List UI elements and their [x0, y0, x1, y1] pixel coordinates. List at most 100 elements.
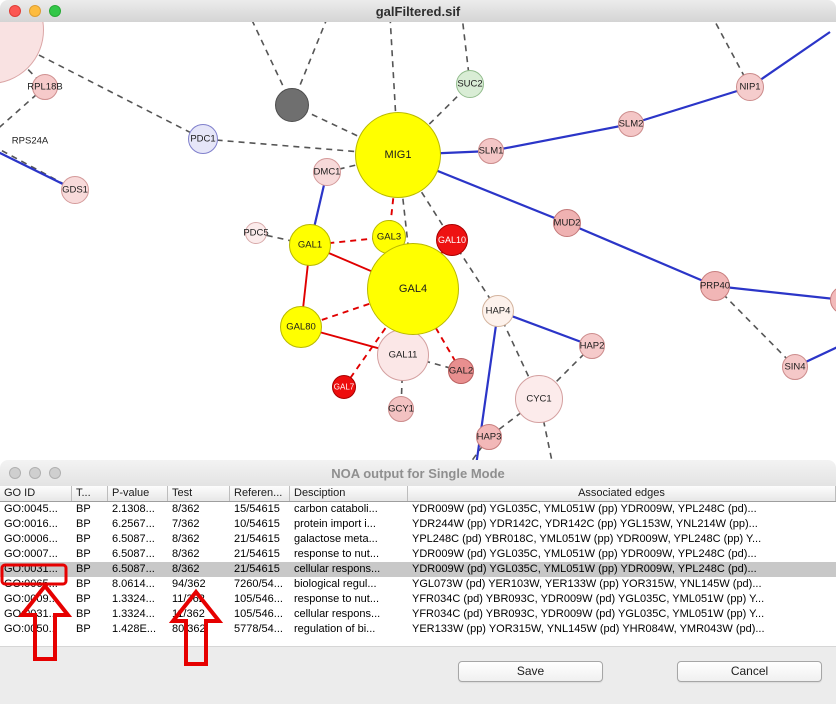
- table-cell: 80/362: [168, 622, 230, 637]
- graph-node-rpl18b[interactable]: RPL18B: [32, 74, 58, 100]
- graph-node-label: HAP3: [477, 432, 502, 443]
- graph-node-label: SIN4: [784, 362, 805, 373]
- close-button[interactable]: [9, 467, 21, 479]
- table-cell: GO:0009...: [0, 592, 72, 607]
- graph-node-label: NIP1: [739, 82, 760, 93]
- table-cell: GO:0016...: [0, 517, 72, 532]
- table-row[interactable]: GO:0031...BP1.3324...11/362105/546...cel…: [0, 607, 836, 622]
- graph-node-gds1[interactable]: GDS1: [61, 176, 89, 204]
- table-row[interactable]: GO:0007...BP6.5087...8/36221/54615respon…: [0, 547, 836, 562]
- table-cell: 21/54615: [230, 547, 290, 562]
- table-cell: BP: [72, 592, 108, 607]
- graph-node-graynode[interactable]: [275, 88, 309, 122]
- noa-window-titlebar[interactable]: NOA output for Single Mode: [0, 460, 836, 487]
- table-cell: 5778/54...: [230, 622, 290, 637]
- graph-node-label: GAL11: [389, 350, 418, 361]
- graph-node-corner[interactable]: [0, 22, 44, 84]
- graph-node-mud2[interactable]: MUD2: [553, 209, 581, 237]
- graph-node-label: PDC5: [243, 228, 268, 239]
- table-cell: 11/362: [168, 607, 230, 622]
- graph-node-gal11[interactable]: GAL11: [377, 329, 429, 381]
- column-header-p-value[interactable]: P-value: [108, 486, 168, 501]
- table-cell: BP: [72, 517, 108, 532]
- close-button[interactable]: [9, 5, 21, 17]
- table-cell: response to nut...: [290, 592, 408, 607]
- save-button[interactable]: Save: [458, 661, 603, 682]
- graph-node-dmc1[interactable]: DMC1: [313, 158, 341, 186]
- table-row[interactable]: GO:0050...BP1.428E...80/3625778/54...reg…: [0, 622, 836, 637]
- graph-node-nip1[interactable]: NIP1: [736, 73, 764, 101]
- column-header-test[interactable]: Test: [168, 486, 230, 501]
- table-cell: YDR244W (pp) YDR142C, YDR142C (pp) YGL15…: [408, 517, 836, 532]
- column-header-type[interactable]: T...: [72, 486, 108, 501]
- column-header-reference[interactable]: Referen...: [230, 486, 290, 501]
- graph-node-label: CYC1: [526, 394, 551, 405]
- graph-node-msn[interactable]: [830, 286, 836, 314]
- table-cell: 8.0614...: [108, 577, 168, 592]
- graph-node-slm1[interactable]: SLM1: [478, 138, 504, 164]
- graph-node-gal2[interactable]: GAL2: [448, 358, 474, 384]
- column-header-associated-edges[interactable]: Associated edges: [408, 486, 836, 501]
- graph-node-gal7[interactable]: GAL7: [332, 375, 356, 399]
- graph-window-titlebar[interactable]: galFiltered.sif: [0, 0, 836, 23]
- table-cell: YDR009W (pd) YGL035C, YML051W (pp) YDR00…: [408, 562, 836, 577]
- graph-node-hap3[interactable]: HAP3: [476, 424, 502, 450]
- graph-node-pdc1[interactable]: PDC1: [188, 124, 218, 154]
- table-cell: GO:0031...: [0, 562, 72, 577]
- table-row[interactable]: GO:0006...BP6.5087...8/36221/54615galact…: [0, 532, 836, 547]
- graph-node-label: SLM2: [619, 119, 644, 130]
- graph-node-suc2[interactable]: SUC2: [456, 70, 484, 98]
- graph-node-label: GAL2: [449, 366, 473, 377]
- table-cell: biological regul...: [290, 577, 408, 592]
- graph-node-gal4[interactable]: GAL4: [367, 243, 459, 335]
- cancel-button[interactable]: Cancel: [677, 661, 822, 682]
- table-cell: cellular respons...: [290, 607, 408, 622]
- table-cell: YGL073W (pd) YER103W, YER133W (pp) YOR31…: [408, 577, 836, 592]
- table-cell: YDR009W (pd) YGL035C, YML051W (pp) YDR00…: [408, 547, 836, 562]
- table-cell: YPL248C (pd) YBR018C, YML051W (pp) YDR00…: [408, 532, 836, 547]
- table-cell: BP: [72, 607, 108, 622]
- graph-node-hap2[interactable]: HAP2: [579, 333, 605, 359]
- graph-node-label: SLM1: [479, 146, 504, 157]
- graph-node-label: PDC1: [190, 134, 215, 145]
- graph-node-gal1[interactable]: GAL1: [289, 224, 331, 266]
- graph-node-label: GAL80: [286, 322, 316, 333]
- table-cell: 2.1308...: [108, 502, 168, 517]
- graph-node-gal10[interactable]: GAL10: [436, 224, 468, 256]
- table-row[interactable]: GO:0009...BP1.3324...11/362105/546...res…: [0, 592, 836, 607]
- table-cell: 15/54615: [230, 502, 290, 517]
- column-header-go-id[interactable]: GO ID: [0, 486, 72, 501]
- graph-node-slm2[interactable]: SLM2: [618, 111, 644, 137]
- minimize-button[interactable]: [29, 467, 41, 479]
- graph-node-label: RPS24A: [12, 136, 48, 147]
- minimize-button[interactable]: [29, 5, 41, 17]
- table-row-selected[interactable]: GO:0031...BP6.5087...8/36221/54615cellul…: [0, 562, 836, 577]
- graph-node-prp40[interactable]: PRP40: [700, 271, 730, 301]
- network-canvas[interactable]: RPS24A RPL18B GDS1 PDC1DMC1 SUC2SLM1 SLM2 NIP1…: [0, 22, 836, 460]
- graph-node-gal80[interactable]: GAL80: [280, 306, 322, 348]
- column-header-description[interactable]: Desciption: [290, 486, 408, 501]
- graph-node-label: GCY1: [388, 404, 414, 415]
- table-cell: 21/54615: [230, 562, 290, 577]
- zoom-button[interactable]: [49, 467, 61, 479]
- graph-node-gcy1[interactable]: GCY1: [388, 396, 414, 422]
- table-header-row: GO ID T... P-value Test Referen... Desci…: [0, 486, 836, 502]
- table-cell: GO:0007...: [0, 547, 72, 562]
- graph-node-label: GAL7: [334, 383, 354, 392]
- table-cell: GO:0045...: [0, 502, 72, 517]
- zoom-button[interactable]: [49, 5, 61, 17]
- table-row[interactable]: GO:0065...BP8.0614...94/3627260/54...bio…: [0, 577, 836, 592]
- table-cell: 1.428E...: [108, 622, 168, 637]
- graph-node-label: PRP40: [700, 281, 730, 292]
- table-row[interactable]: GO:0045...BP2.1308...8/36215/54615carbon…: [0, 502, 836, 517]
- graph-node-cyc1[interactable]: CYC1: [515, 375, 563, 423]
- table-cell: 7260/54...: [230, 577, 290, 592]
- graph-node-label: GAL4: [399, 283, 427, 295]
- table-cell: 105/546...: [230, 592, 290, 607]
- traffic-lights: [9, 5, 61, 17]
- graph-node-sin4[interactable]: SIN4: [782, 354, 808, 380]
- graph-node-pdc5[interactable]: PDC5: [245, 222, 267, 244]
- graph-node-hap4[interactable]: HAP4: [482, 295, 514, 327]
- table-row[interactable]: GO:0016...BP6.2567...7/36210/54615protei…: [0, 517, 836, 532]
- graph-node-mig1[interactable]: MIG1: [355, 112, 441, 198]
